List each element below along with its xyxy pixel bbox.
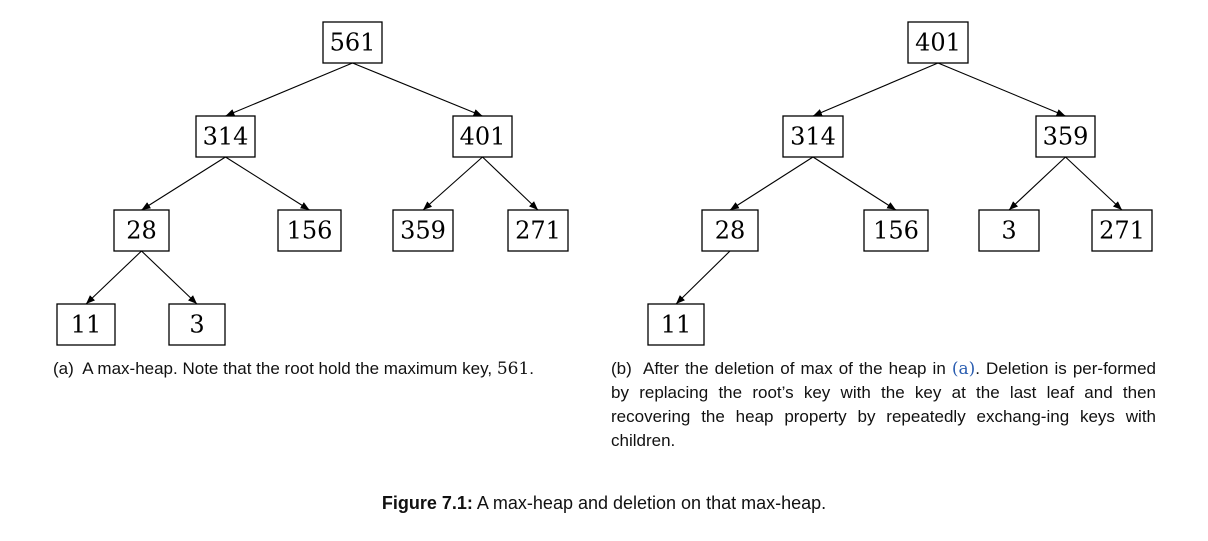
heap-node: 156	[277, 209, 342, 252]
heap-node-key: 28	[715, 217, 746, 245]
heap-node-key: 28	[126, 217, 157, 245]
heap-node: 271	[507, 209, 569, 252]
edge-561-to-401	[352, 62, 483, 117]
heap-node: 28	[113, 209, 170, 252]
heap-node: 314	[195, 115, 256, 158]
heap-node: 156	[863, 209, 929, 252]
heap-tree-b-nodes: 401 314 359 28 156 3 271 11	[647, 21, 1153, 346]
subcaption-b: (b) After the deletion of max of the hea…	[611, 357, 1156, 453]
edge-401-to-359	[422, 156, 483, 211]
heap-node-box	[1091, 209, 1153, 252]
heap-node-key: 314	[203, 123, 249, 151]
heap-node-key: 359	[400, 217, 446, 245]
edge-359-to-3	[1008, 156, 1066, 211]
heap-node-key: 401	[915, 29, 961, 57]
subcaption-b-text-after-ref: . Deletion is per-formed by replacing th…	[611, 359, 1156, 450]
heap-node: 561	[322, 21, 383, 64]
heap-node: 11	[56, 303, 116, 346]
heap-node: 3	[168, 303, 226, 346]
edge-314-to-156	[225, 156, 310, 211]
heap-node: 271	[1091, 209, 1153, 252]
heap-node: 3	[978, 209, 1040, 252]
subcaption-a: (a) A max-heap. Note that the root hold …	[53, 357, 593, 381]
edge-401-to-359	[937, 62, 1066, 117]
heap-node-key: 359	[1043, 123, 1089, 151]
heap-node-key: 314	[790, 123, 836, 151]
heap-node-box	[701, 209, 759, 252]
subcaption-b-prefix: (b)	[611, 359, 632, 378]
heap-node-key: 11	[661, 311, 692, 339]
heap-node-box	[56, 303, 116, 346]
heap-node-box	[907, 21, 969, 64]
heap-tree-a: 561 314 401 28 156 359 271 11 3	[56, 21, 569, 346]
heap-node: 11	[647, 303, 705, 346]
heap-node-box	[277, 209, 342, 252]
heap-node-box	[195, 115, 256, 158]
heap-node: 314	[782, 115, 844, 158]
heap-node-key: 561	[330, 29, 376, 57]
heap-node-key: 271	[1099, 217, 1145, 245]
edge-314-to-28	[141, 156, 226, 211]
heap-tree-b-edges	[675, 62, 1123, 305]
edge-28-to-3	[141, 250, 198, 305]
edge-28-to-11	[675, 250, 731, 305]
heap-tree-a-nodes: 561 314 401 28 156 359 271 11 3	[56, 21, 569, 346]
heap-node-key: 3	[189, 311, 204, 339]
heap-node-box	[978, 209, 1040, 252]
heap-node: 359	[392, 209, 454, 252]
edge-401-to-271	[482, 156, 539, 211]
heap-node-box	[392, 209, 454, 252]
edge-401-to-314	[812, 62, 939, 117]
heap-node-box	[782, 115, 844, 158]
figure-caption-text: A max-heap and deletion on that max-heap…	[476, 493, 827, 513]
heap-tree-a-edges	[85, 62, 539, 305]
subcaption-b-text-before-ref: After the deletion of max of the heap in	[642, 359, 946, 378]
heap-node-key: 11	[71, 311, 102, 339]
heap-node-box	[452, 115, 513, 158]
figure-caption: Figure 7.1: A max-heap and deletion on t…	[0, 493, 1208, 514]
subcaption-a-suffix: .	[529, 359, 534, 378]
heap-node: 401	[907, 21, 969, 64]
subcaption-a-text: A max-heap. Note that the root hold the …	[82, 359, 493, 378]
heap-tree-b: 401 314 359 28 156 3 271 11	[647, 21, 1153, 346]
edge-28-to-11	[85, 250, 142, 305]
subcaption-b-ref-link[interactable]: (a)	[951, 359, 976, 379]
heap-node-box	[1035, 115, 1096, 158]
edge-314-to-28	[729, 156, 814, 211]
edge-359-to-271	[1065, 156, 1123, 211]
heap-node: 401	[452, 115, 513, 158]
heap-node-box	[647, 303, 705, 346]
heap-node-key: 271	[515, 217, 561, 245]
heap-node-box	[863, 209, 929, 252]
subcaption-a-prefix: (a)	[53, 359, 74, 378]
heap-node-box	[507, 209, 569, 252]
edge-314-to-156	[812, 156, 897, 211]
heap-node-key: 3	[1001, 217, 1016, 245]
heap-node-key: 156	[873, 217, 919, 245]
heap-node: 28	[701, 209, 759, 252]
heap-node-box	[113, 209, 170, 252]
heap-node: 359	[1035, 115, 1096, 158]
heap-node-key: 401	[460, 123, 506, 151]
edge-561-to-314	[225, 62, 353, 117]
subcaption-a-value: 561	[496, 359, 530, 379]
heap-node-box	[168, 303, 226, 346]
heap-node-box	[322, 21, 383, 64]
figure-caption-label: Figure 7.1:	[381, 493, 473, 513]
heap-node-key: 156	[287, 217, 333, 245]
